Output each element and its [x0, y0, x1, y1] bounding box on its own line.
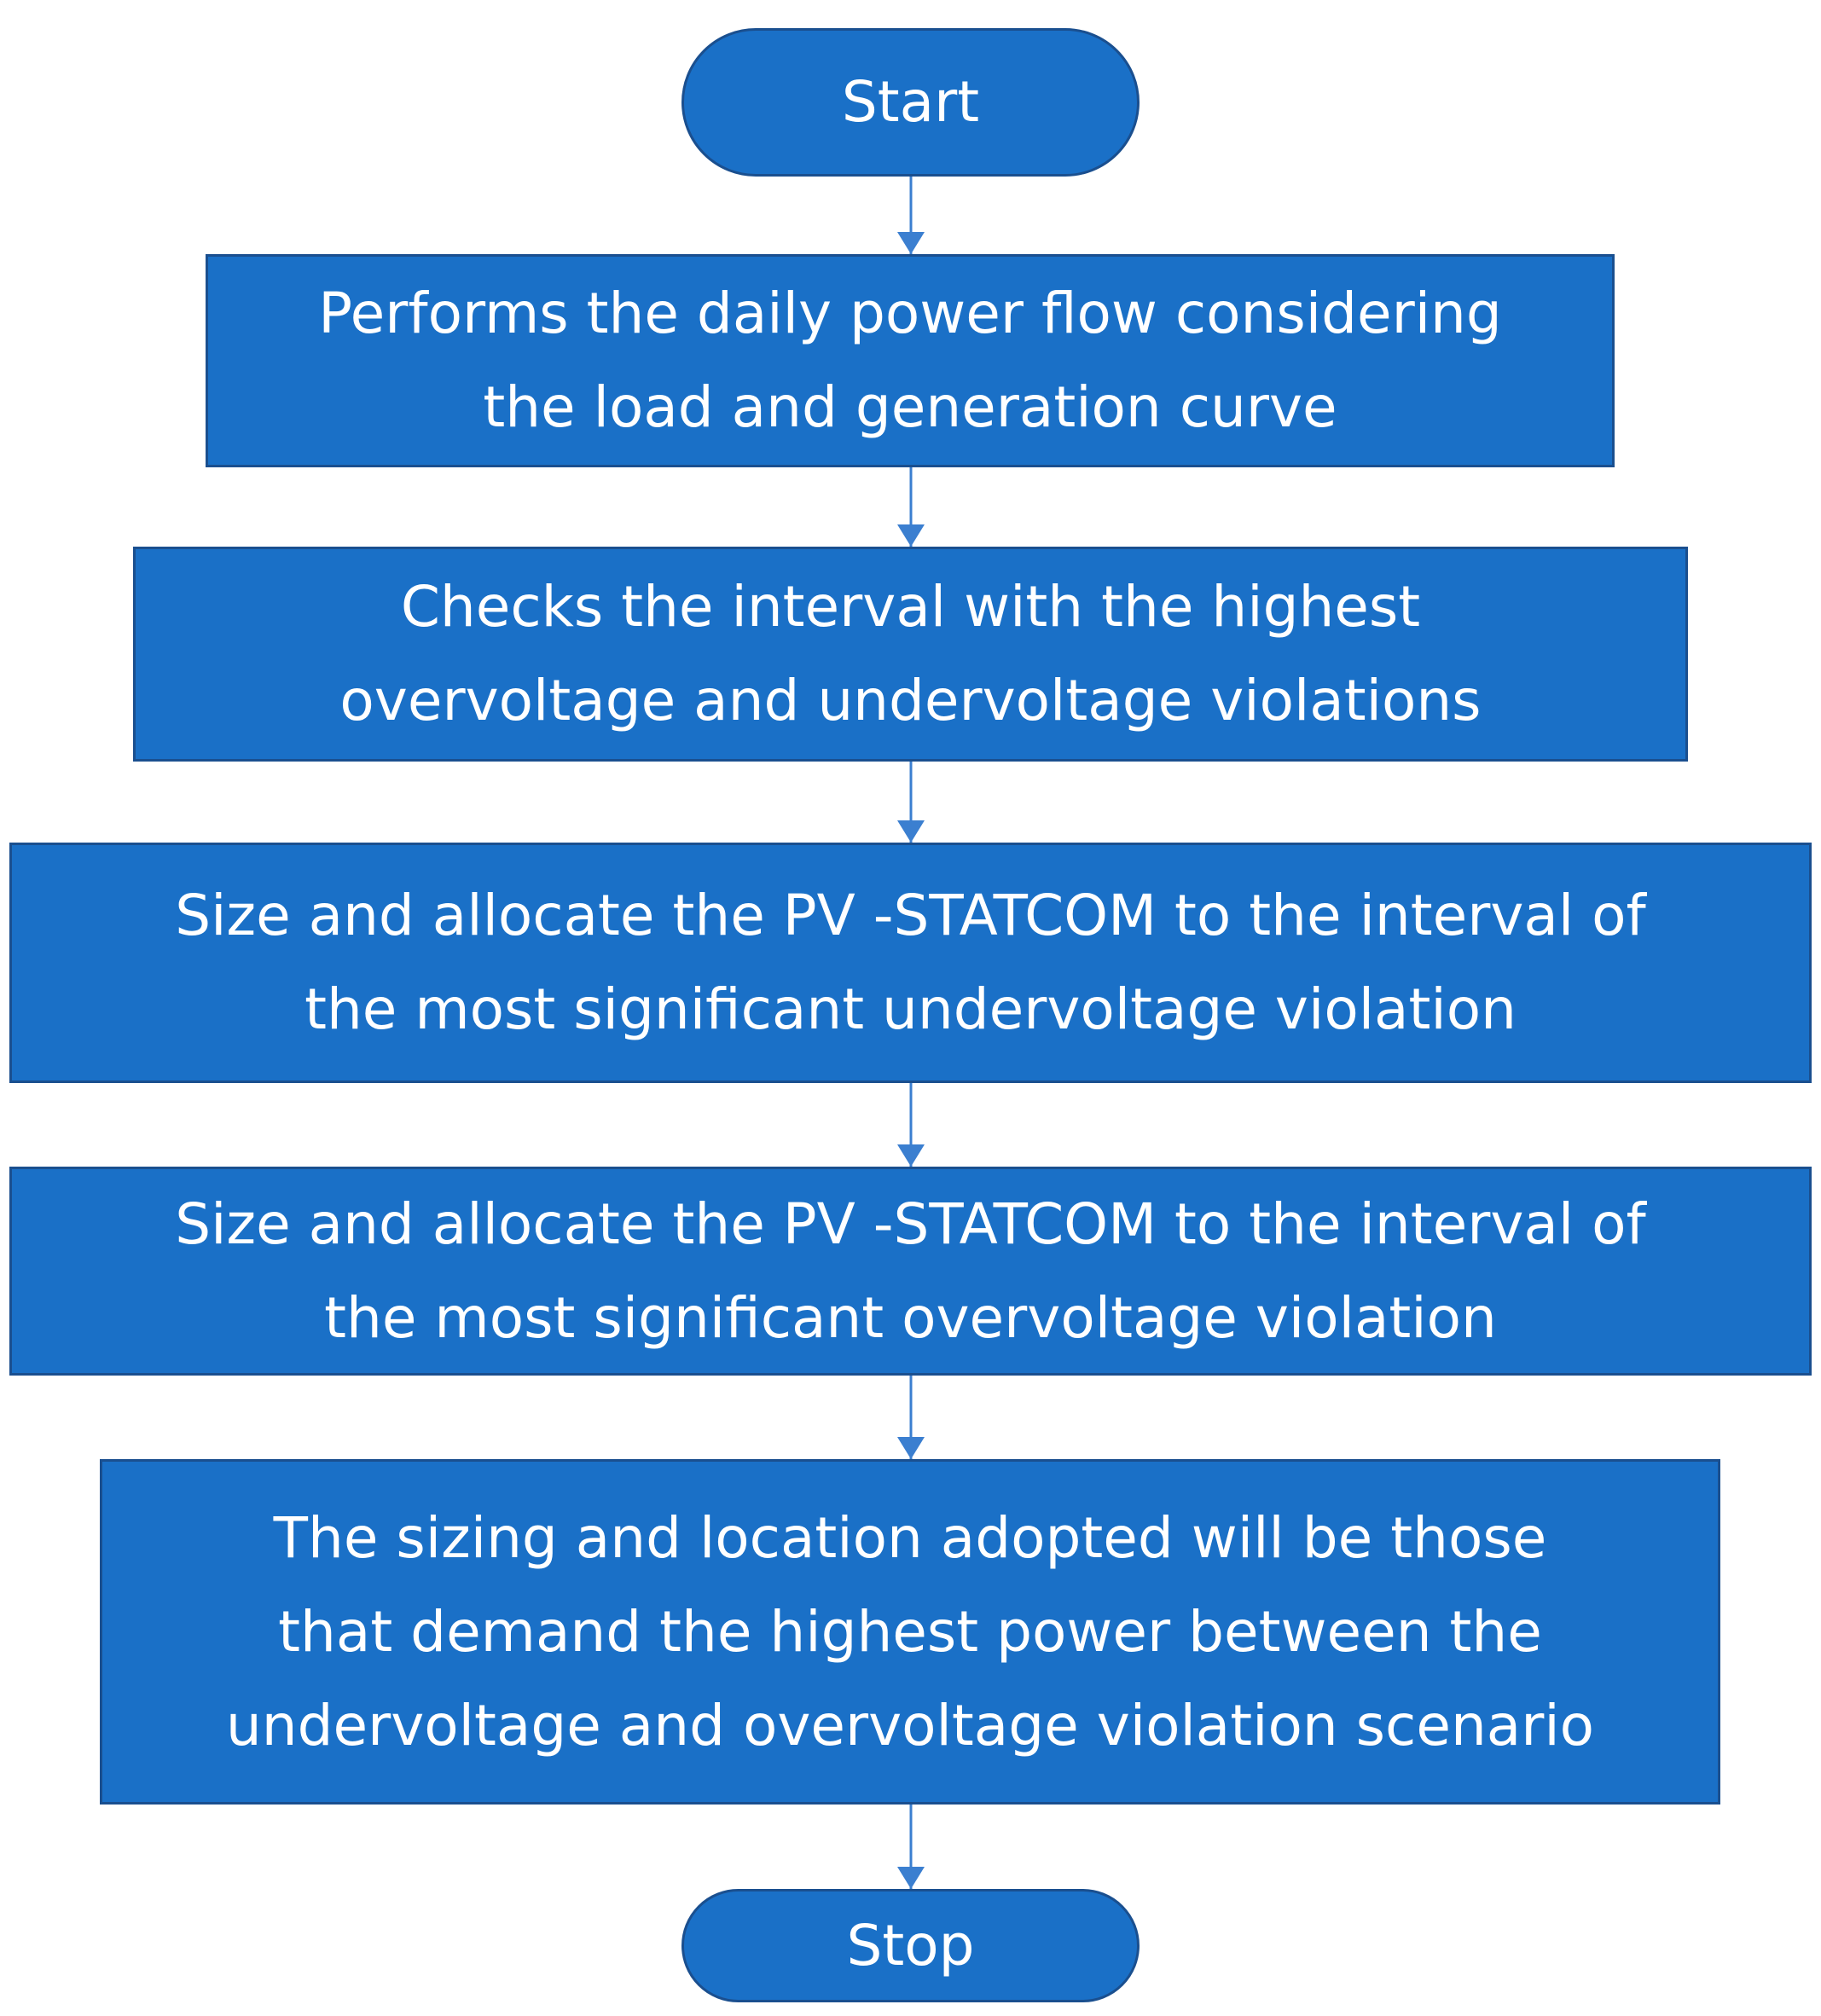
step-3-line-1: Size and allocate the PV -STATCOM to the…	[175, 883, 1646, 948]
step-3-line-2: the most significant undervoltage violat…	[304, 976, 1517, 1042]
step-1-line-1: Performs the daily power flow considerin…	[318, 281, 1502, 346]
step-4-line-2: the most significant overvoltage violati…	[324, 1284, 1497, 1351]
step-5-line-1: The sizing and location adopted will be …	[273, 1504, 1547, 1571]
step-2-line-2: overvoltage and undervoltage violations	[339, 668, 1482, 733]
step-check-interval: Checks the interval with the highest ove…	[133, 547, 1688, 762]
stop-terminal: Stop	[681, 1889, 1140, 2002]
arrowhead-6	[897, 1867, 925, 1889]
start-terminal: Start	[681, 28, 1140, 177]
step-2-line-1: Checks the interval with the highest	[400, 574, 1421, 640]
arrowhead-1	[897, 232, 925, 254]
step-size-undervoltage: Size and allocate the PV -STATCOM to the…	[9, 843, 1812, 1083]
arrowhead-5	[897, 1437, 925, 1459]
arrowhead-4	[897, 1144, 925, 1167]
arrowhead-2	[897, 524, 925, 547]
arrowhead-3	[897, 820, 925, 843]
step-5-line-2: that demand the highest power between th…	[278, 1598, 1542, 1665]
stop-label: Stop	[846, 1912, 975, 1978]
step-daily-power-flow: Performs the daily power flow considerin…	[206, 254, 1615, 467]
step-sizing-location-adopted: The sizing and location adopted will be …	[100, 1459, 1720, 1805]
step-5-line-3: undervoltage and overvoltage violation s…	[225, 1692, 1595, 1758]
step-size-overvoltage: Size and allocate the PV -STATCOM to the…	[9, 1167, 1812, 1376]
step-4-line-1: Size and allocate the PV -STATCOM to the…	[175, 1190, 1646, 1257]
step-1-line-2: the load and generation curve	[483, 374, 1337, 440]
start-label: Start	[841, 69, 980, 135]
